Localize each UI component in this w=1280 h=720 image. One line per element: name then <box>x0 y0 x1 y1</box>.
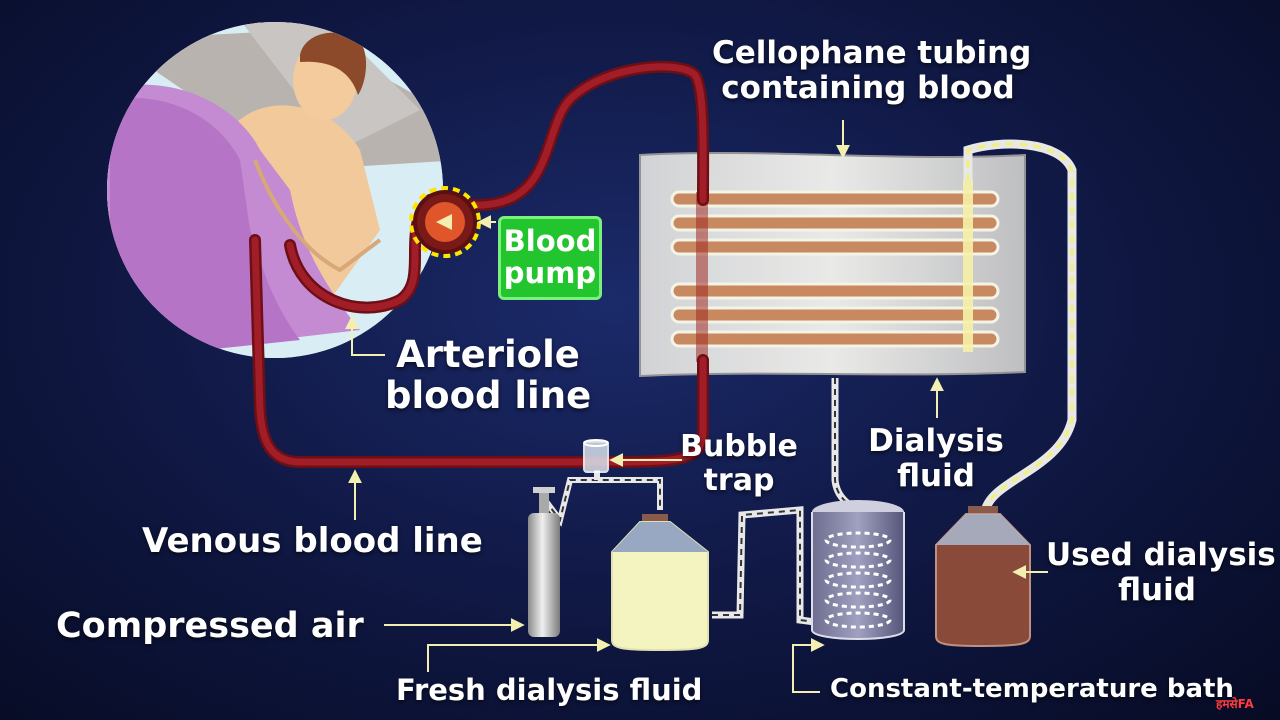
label-venous-blood-line: Venous blood line <box>142 521 483 561</box>
label-arteriole-blood-line: Arteriole blood line <box>385 333 592 418</box>
bubble-trap <box>583 439 609 473</box>
fresh-fluid-bottle <box>611 514 709 652</box>
label-used-dialysis-fluid: Used dialysis fluid <box>1046 537 1276 608</box>
dialysis-tank <box>639 151 1026 378</box>
used-fluid-bottle <box>935 506 1031 648</box>
label-cellophane-tubing: Cellophane tubing containing blood <box>712 35 1032 106</box>
patient-scene <box>107 22 443 358</box>
label-constant-temperature-bath: Constant-temperature bath <box>830 674 1234 704</box>
temperature-bath <box>811 500 905 640</box>
channel-watermark: हमसेFA <box>1216 697 1254 711</box>
label-bubble-trap: Bubble trap <box>680 429 798 498</box>
arrow-fresh-fluid <box>427 638 611 672</box>
pointer-arrows <box>345 120 1048 693</box>
compressed-air-cylinder <box>528 487 560 637</box>
blood-pump <box>409 186 481 258</box>
arrow-arteriole <box>345 315 385 356</box>
cellophane-coils <box>670 180 1000 362</box>
arrow-constant-temp <box>792 638 825 693</box>
pillow <box>110 30 443 170</box>
label-compressed-air: Compressed air <box>56 606 364 646</box>
label-dialysis-fluid: Dialysis fluid <box>868 423 1004 494</box>
label-fresh-dialysis-fluid: Fresh dialysis fluid <box>396 673 703 707</box>
label-blood-pump: Blood pump <box>498 216 602 300</box>
